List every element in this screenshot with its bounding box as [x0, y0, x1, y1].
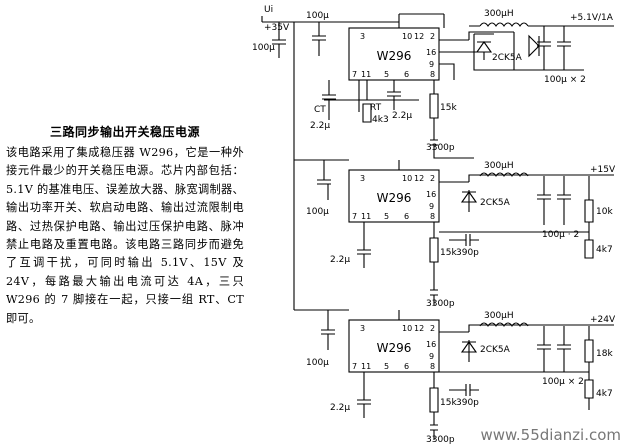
chip-1-pin-right-2: 9 [429, 60, 434, 69]
stage-3-output: +24V [590, 315, 616, 325]
chip-1-pin-top-1: 3 [360, 32, 365, 41]
stage-2-diode: 2CK5A [480, 198, 511, 208]
stage-2-output: +15V [590, 165, 616, 175]
chip-2-label: W296 [377, 191, 412, 205]
stage-1-timing-res: RT [370, 103, 382, 113]
chip-3-pin-right-2: 9 [429, 352, 434, 361]
stage-2-softstart-cap: 2.2μ [330, 255, 350, 265]
stage-1-bypass-cap: 100μ [306, 11, 329, 21]
stage-3-divider-bottom: 4k7 [596, 389, 613, 399]
article-body: 该电路采用了集成稳压器 W296，它是一种外接元件最少的开关稳压电源。芯片内部包… [6, 146, 244, 325]
chip-3-pin-right-1: 16 [426, 340, 436, 349]
chip-1-label: W296 [377, 49, 412, 63]
stage-1-comp-cap: 3300p [426, 143, 455, 153]
stage-3-comp-cap: 3300p [426, 435, 455, 445]
chip-2-pin-top-4: 2 [430, 174, 435, 183]
chip-3-pin-bottom-1: 7 [352, 362, 357, 371]
article-heading: 三路同步输出开关稳压电源 [49, 125, 200, 139]
chip-1-pin-bottom-5: 8 [430, 70, 435, 79]
chip-3-pin-top-4: 2 [430, 324, 435, 333]
stage-2-comp-cap: 3300p [426, 299, 455, 309]
chip-1-pin-top-3: 12 [414, 32, 424, 41]
chip-3-pin-bottom-2: 11 [361, 362, 371, 371]
stage-2-divider-bottom: 4k7 [596, 245, 613, 255]
stage-1-output: +5.1V/1A [570, 13, 614, 23]
article-text: 三路同步输出开关稳压电源 该电路采用了集成稳压器 W296，它是一种外接元件最少… [6, 123, 244, 328]
chip-3-pin-bottom-4: 6 [404, 362, 409, 371]
chip-2-pin-right-2: 9 [429, 202, 434, 211]
chip-1-pin-bottom-3: 5 [384, 70, 389, 79]
stage-2-divider-top: 10k [596, 207, 613, 217]
chip-2-pin-bottom-3: 5 [384, 212, 389, 221]
circuit-diagram: W296 W296 W296 3 10 12 2 7 11 5 6 8 16 9… [252, 5, 616, 445]
stage-2-inductor: 300μH [484, 161, 514, 171]
chip-1-pin-top-4: 2 [430, 32, 435, 41]
chip-2-pin-top-1: 3 [360, 174, 365, 183]
stage-1-timing-cap-value: 2.2μ [310, 121, 330, 131]
stage-1-diode: 2CK5A [492, 53, 523, 63]
chip-3-pin-top-2: 10 [402, 324, 412, 333]
stage-2-input-cap: 100μ [306, 207, 329, 217]
stage-2-pin-cap: 390p [456, 248, 479, 258]
chip-2-pin-bottom-1: 7 [352, 212, 357, 221]
input-label: Ui [264, 5, 273, 15]
stage-3-comp-res: 15k [440, 398, 457, 408]
stage-3-diode: 2CK5A [480, 345, 511, 355]
chip-1-pin-right-1: 16 [426, 48, 436, 57]
stage-1-timing-cap: CT [314, 105, 326, 115]
stage-3-softstart-cap: 2.2μ [330, 403, 350, 413]
chip-2-pin-top-2: 10 [402, 174, 412, 183]
chip-3-pin-bottom-5: 8 [430, 362, 435, 371]
chip-2-pin-right-1: 16 [426, 190, 436, 199]
stage-3-input-cap: 100μ [306, 358, 329, 368]
chip-2-pin-bottom-2: 11 [361, 212, 371, 221]
stage-3-pin-cap: 390p [456, 398, 479, 408]
chip-1-pin-top-2: 10 [402, 32, 412, 41]
chip-1-pin-bottom-1: 7 [352, 70, 357, 79]
chip-1-pin-bottom-2: 11 [361, 70, 371, 79]
chip-2-pin-bottom-4: 6 [404, 212, 409, 221]
chip-3-pin-top-1: 3 [360, 324, 365, 333]
stage-1-input-cap: 100μ [252, 43, 275, 53]
stage-3-output-cap: 100μ × 2 [542, 377, 584, 387]
stage-2-output-cap: 100μ · 2 [542, 230, 579, 240]
chip-2-pin-bottom-5: 8 [430, 212, 435, 221]
watermark: www.55dianzi.com [480, 426, 621, 444]
stage-1-comp-res: 15k [440, 103, 457, 113]
chip-3-label: W296 [377, 341, 412, 355]
input-voltage: +35V [264, 23, 290, 33]
stage-1-inductor: 300μH [484, 9, 514, 19]
chip-3-pin-top-3: 12 [414, 324, 424, 333]
stage-1-timing-res-value: 4k3 [372, 115, 389, 125]
chip-2-pin-top-3: 12 [414, 174, 424, 183]
stage-1-softstart-cap: 2.2μ [392, 111, 412, 121]
chip-1-pin-bottom-4: 6 [404, 70, 409, 79]
stage-3-inductor: 300μH [484, 311, 514, 321]
chip-3-pin-bottom-3: 5 [384, 362, 389, 371]
stage-3-divider-top: 18k [596, 349, 613, 359]
stage-1-output-cap: 100μ × 2 [544, 75, 586, 85]
stage-2-comp-res: 15k [440, 248, 457, 258]
